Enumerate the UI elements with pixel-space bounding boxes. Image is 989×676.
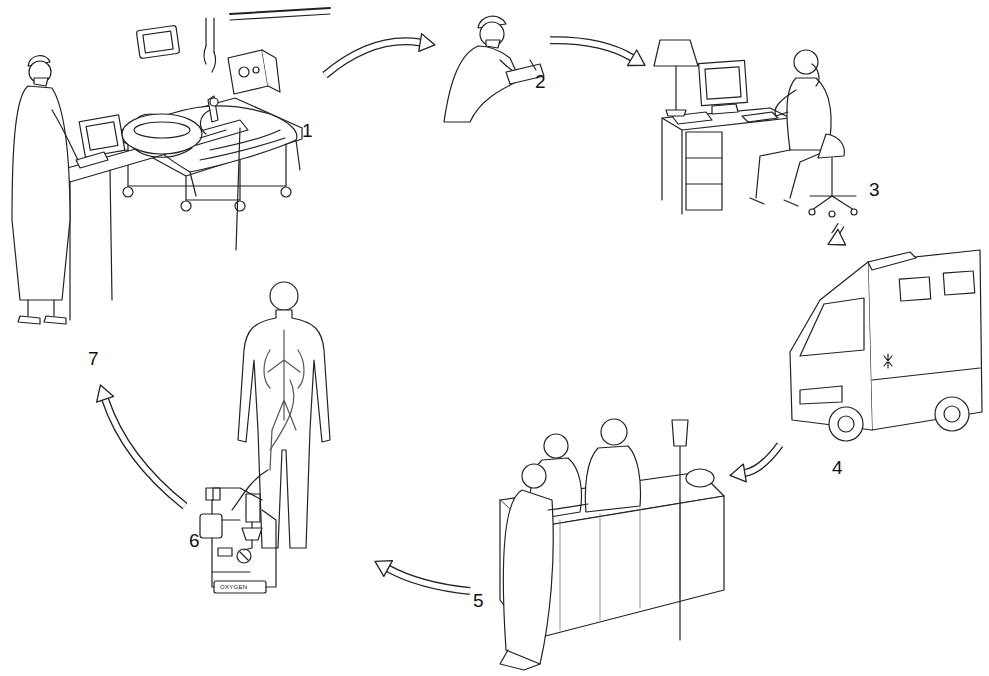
laboratory-scene [12,56,248,324]
callout-number: 1 [302,120,313,142]
flow-arrow [97,385,185,506]
scene-region: 7 [0,50,245,385]
callout-number: 6 [189,530,200,552]
flow-arrow [828,225,845,245]
scene-region: 1 [100,10,325,220]
scene-region: 2 [435,15,550,130]
flow-arrow [730,445,780,482]
callout-number: 3 [869,179,880,201]
callout-number: 4 [832,457,843,479]
callout-number: 5 [473,590,484,612]
device-label: OXYGEN [220,584,247,591]
ambulance-scene [790,250,982,441]
scene-region: 5 [470,440,730,676]
flow-arrow [550,40,645,65]
flow-arrow [375,561,470,591]
stretcher-scene [110,8,330,211]
recipient-scene [200,282,330,593]
scene-region: 6 [185,280,375,570]
callout-number: 7 [88,348,99,370]
operating-room-scene [500,419,724,670]
coordinator-desk-scene [654,40,857,217]
scene-region: 4 [780,245,985,480]
scene-region: 3 [645,15,890,225]
surgeon-writing-scene [444,16,544,122]
flow-arrow [325,34,435,75]
callout-number: 2 [535,71,546,93]
